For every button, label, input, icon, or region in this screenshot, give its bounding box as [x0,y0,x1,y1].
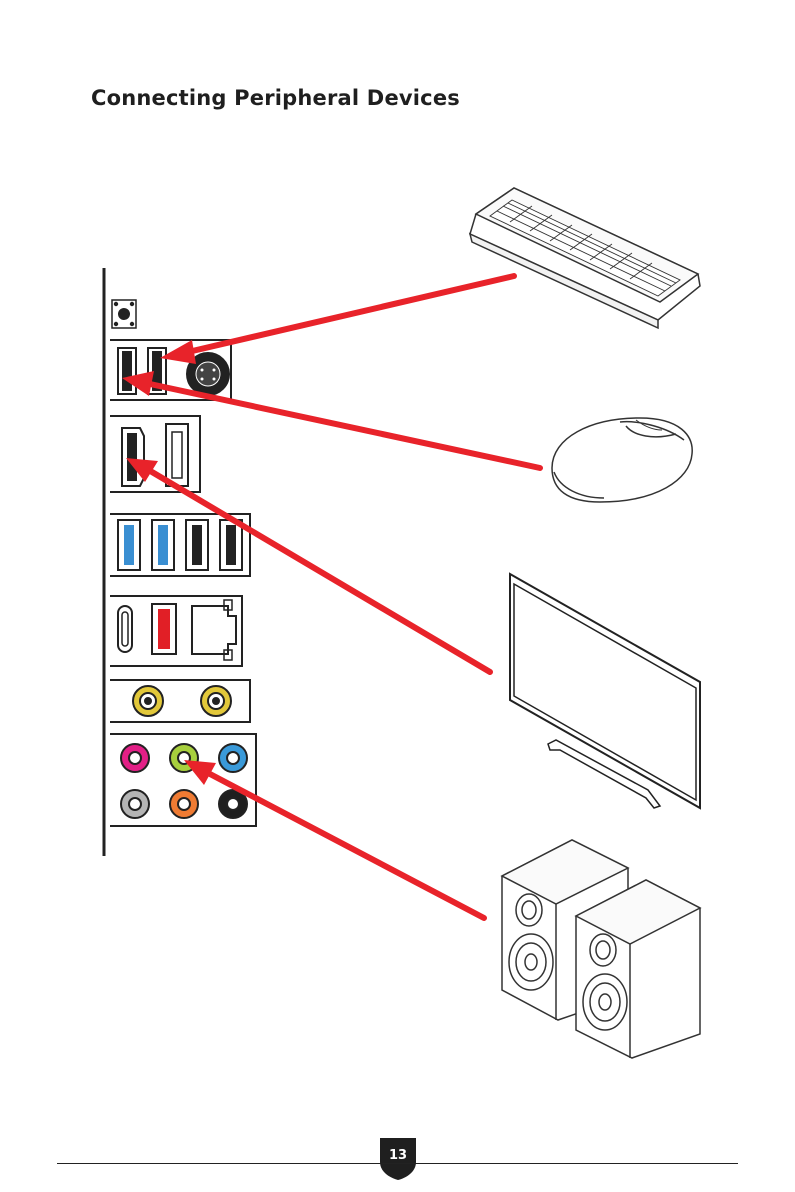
monitor-arrow [126,458,490,672]
speaker-arrow [184,760,484,918]
page-number: 13 [378,1148,418,1163]
footer-rule [57,1163,738,1164]
speakers-illustration [502,840,700,1058]
bios-flashback-button [112,300,136,328]
mouse-illustration [552,418,692,502]
monitor-illustration [510,574,700,808]
usbc-lan-block [110,596,242,666]
video-output-block [110,416,200,492]
usb-c-port [118,606,132,652]
wifi-antenna-connectors [110,680,250,722]
keyboard-arrow [160,276,514,364]
keyboard-illustration [470,188,700,328]
displayport [166,424,188,486]
audio-jacks [110,734,256,826]
lan-port [192,606,236,654]
mouse-arrow [122,371,540,468]
usb-block [110,514,250,576]
